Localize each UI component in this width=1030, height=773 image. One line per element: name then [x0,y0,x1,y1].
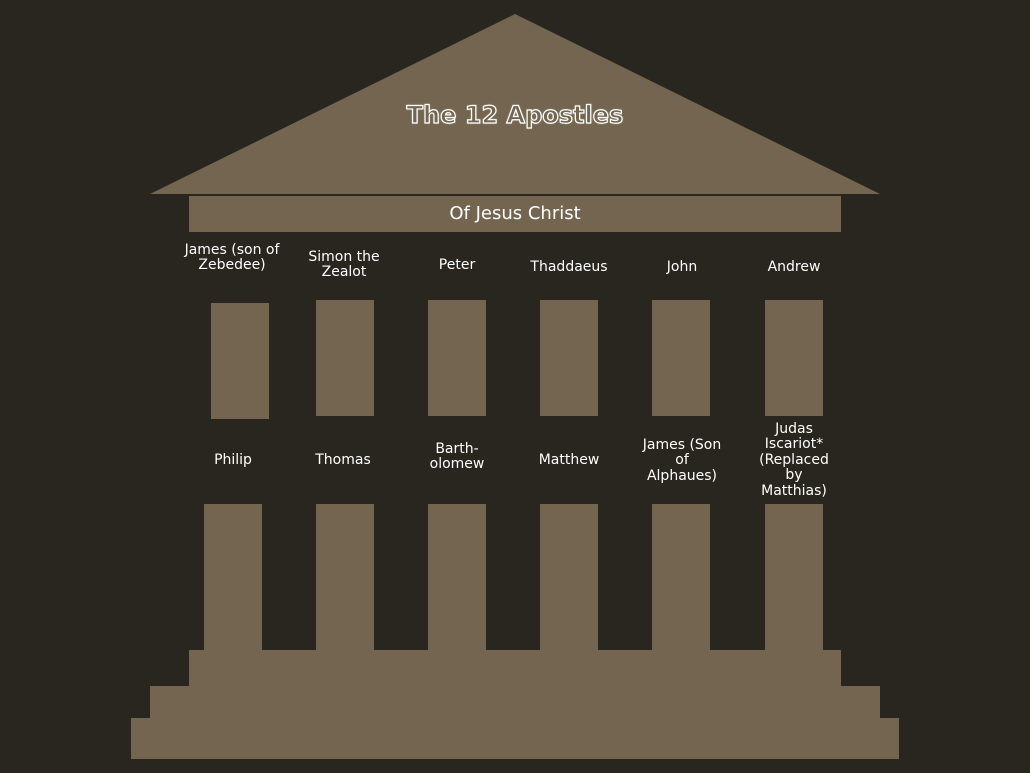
apostle-label-lower-6: Judas Iscariot* (Replaced by Matthias) [759,421,829,499]
upper-column-4 [540,300,598,416]
apostle-label-lower-3: Barth-olomew [429,441,485,473]
apostle-label-upper-2: Simon the Zealot [308,249,380,281]
apostle-label-lower-4: Matthew [538,452,600,468]
apostle-label-upper-1: James (son of Zebedee) [184,242,280,274]
apostle-label-upper-3: Peter [438,257,476,273]
lower-column-1 [204,504,262,654]
lower-column-2 [316,504,374,654]
apostle-label-upper-5: John [666,259,698,275]
base-step-bottom [131,718,899,759]
upper-column-1 [211,303,269,419]
apostle-label-lower-5: James (Son of Alphaues) [642,437,722,484]
apostle-label-upper-4: Thaddaeus [530,259,608,275]
upper-column-6 [765,300,823,416]
apostle-label-upper-6: Andrew [767,259,821,275]
upper-column-2 [316,300,374,416]
upper-column-3 [428,300,486,416]
diagram-title: The 12 Apostles [406,100,624,129]
apostle-label-lower-1: Philip [214,452,252,468]
diagram-subtitle: Of Jesus Christ [449,203,581,224]
lower-column-6 [765,504,823,654]
temple-frieze [189,196,841,232]
lower-column-5 [652,504,710,654]
upper-column-5 [652,300,710,416]
lower-column-3 [428,504,486,654]
base-step-middle [150,686,880,720]
apostle-label-lower-2: Thomas [315,452,371,468]
lower-column-4 [540,504,598,654]
base-step-top [189,650,841,688]
